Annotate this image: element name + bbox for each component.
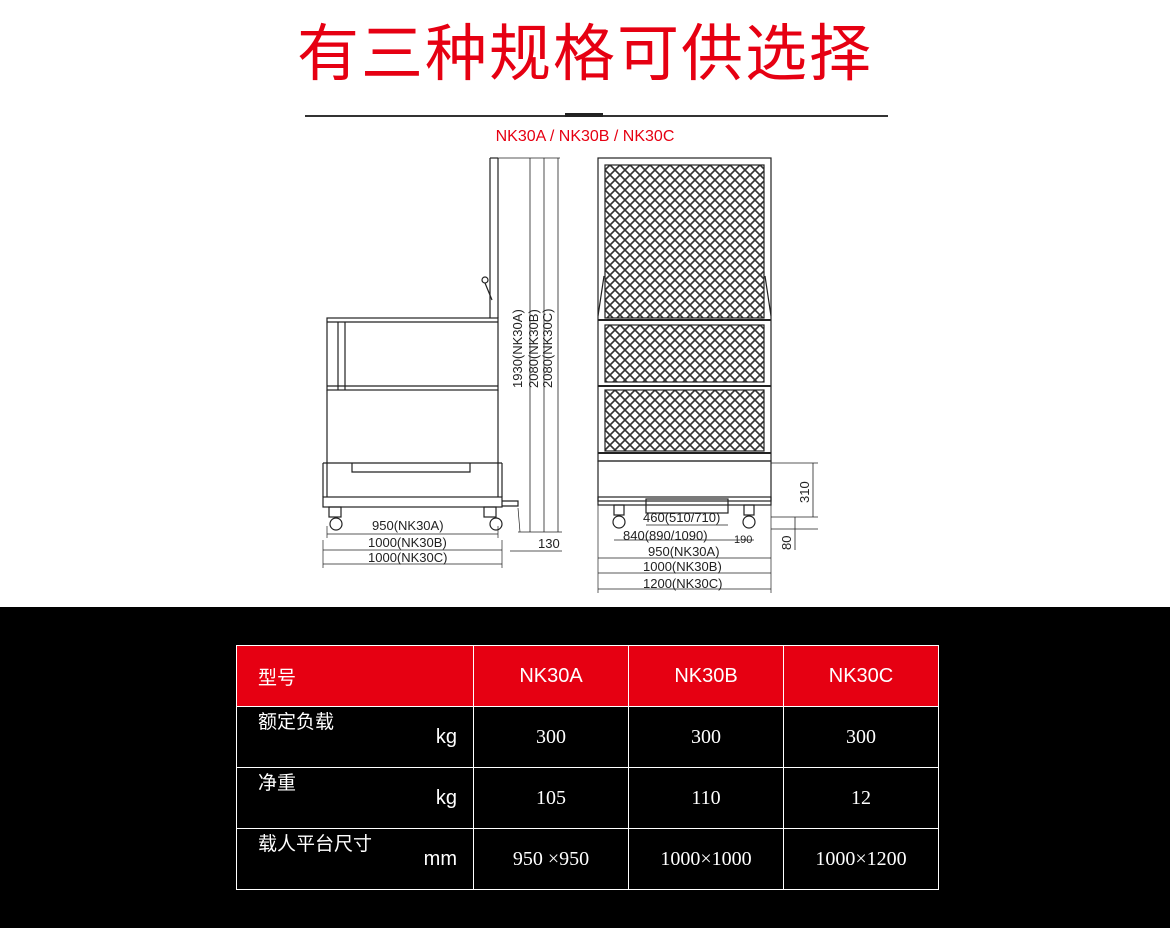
front-wheel-span-label: 840(890/1090): [623, 528, 708, 543]
header-label: 型号: [258, 666, 297, 689]
model-list: NK30A / NK30B / NK30C: [495, 128, 675, 145]
spec-table-header-row: 型号 NK30A NK30B NK30C: [236, 645, 939, 707]
divider-accent: [565, 113, 603, 117]
height-label-c: 2080(NK30C): [540, 309, 555, 389]
row-label: 载人平台尺寸: [258, 833, 373, 855]
row-label-cell: 净重 kg: [236, 767, 474, 829]
table-cell: 300: [628, 706, 784, 768]
table-cell: 105: [473, 767, 629, 829]
side-width-label-c: 1000(NK30C): [368, 550, 448, 565]
row-unit: kg: [435, 787, 457, 809]
header-label-cell: 型号: [236, 645, 474, 707]
table-cell: 12: [783, 767, 939, 829]
front-wheel-height-label: 80: [779, 536, 794, 550]
spec-row-platform-size: 载人平台尺寸 mm 950 ×950 1000×1000 1000×1200: [236, 828, 939, 890]
spec-row-rated-load: 额定负载 kg 300 300 300: [236, 706, 939, 768]
front-offset-label: 190: [734, 534, 752, 546]
header-model-cell: NK30C: [783, 645, 939, 707]
table-cell: 950 ×950: [473, 828, 629, 890]
row-unit: kg: [435, 726, 457, 748]
technical-drawing: 1930(NK30A) 2080(NK30B) 2080(NK30C) 130 …: [322, 157, 818, 593]
side-width-label-b: 1000(NK30B): [368, 535, 447, 550]
row-unit: mm: [423, 848, 457, 870]
header-model-cell: NK30A: [473, 645, 629, 707]
row-label-cell: 额定负载 kg: [236, 706, 474, 768]
height-label-a: 1930(NK30A): [510, 309, 525, 388]
header-model-cell: NK30B: [628, 645, 784, 707]
spec-row-net-weight: 净重 kg 105 110 12: [236, 767, 939, 829]
page-title: 有三种规格可供选择: [296, 17, 873, 90]
spec-table: 型号 NK30A NK30B NK30C 额定负载 kg 300 300 300…: [236, 645, 939, 890]
row-label-cell: 载人平台尺寸 mm: [236, 828, 474, 890]
front-base-height-label: 310: [797, 481, 812, 503]
front-inner-width-label: 460(510/710): [643, 510, 720, 525]
front-view: [597, 157, 818, 593]
table-cell: 1000×1000: [628, 828, 784, 890]
table-cell: 110: [628, 767, 784, 829]
side-width-label-a: 950(NK30A): [372, 518, 444, 533]
row-label: 净重: [258, 772, 297, 794]
base-height-label: 130: [538, 536, 560, 551]
side-view: [322, 157, 562, 568]
height-label-b: 2080(NK30B): [526, 309, 541, 388]
front-width-label-a: 950(NK30A): [648, 544, 720, 559]
front-width-label-b: 1000(NK30B): [643, 559, 722, 574]
table-cell: 300: [473, 706, 629, 768]
table-cell: 1000×1200: [783, 828, 939, 890]
table-cell: 300: [783, 706, 939, 768]
row-label: 额定负载: [258, 711, 335, 733]
front-width-label-c: 1200(NK30C): [643, 576, 723, 591]
